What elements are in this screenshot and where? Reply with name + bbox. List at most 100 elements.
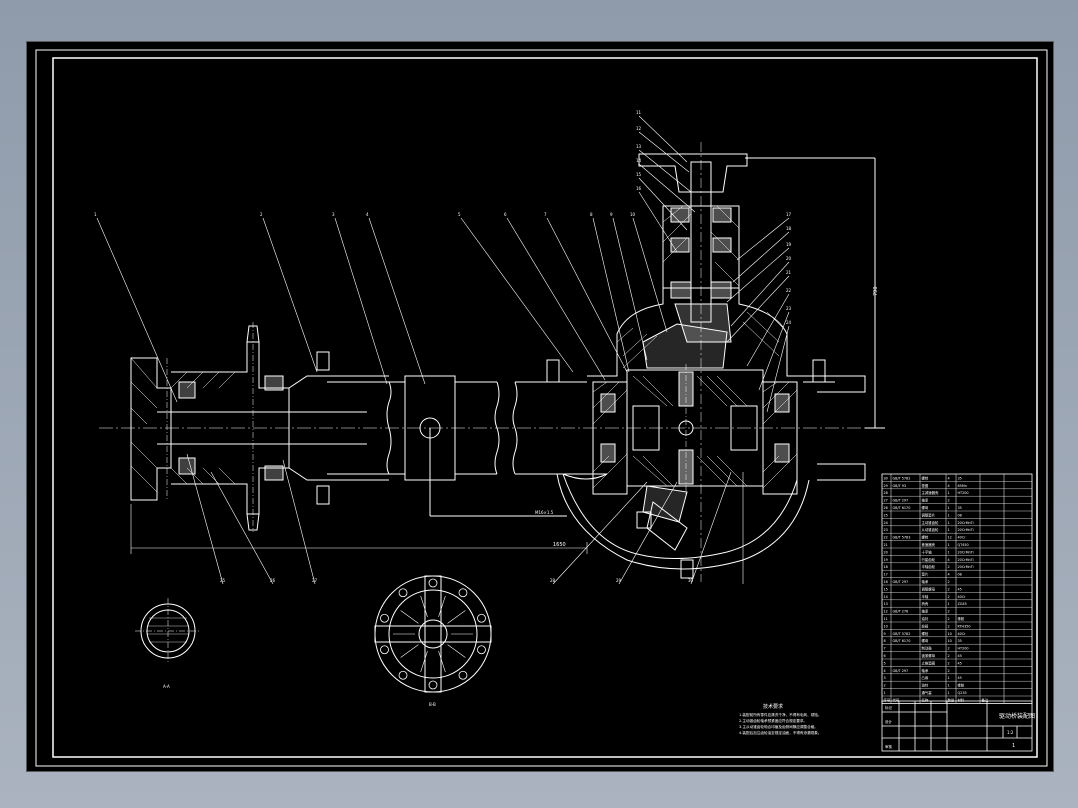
bom-cell: 8 bbox=[884, 639, 886, 643]
pinion-gear bbox=[674, 303, 732, 343]
leader-line bbox=[368, 217, 426, 385]
bom-cell: 45 bbox=[958, 676, 962, 680]
bom-cell: 4 bbox=[948, 558, 950, 562]
bom-cell: 油封 bbox=[922, 616, 929, 621]
part-callout-21: 21 bbox=[786, 270, 792, 275]
leader-line bbox=[262, 217, 318, 373]
part-callout-28: 28 bbox=[550, 578, 556, 583]
bom-cell: 17 bbox=[884, 573, 888, 577]
bb-bolt-hole bbox=[458, 670, 468, 680]
bom-cell: 25 bbox=[884, 513, 888, 517]
bom-cell: 40Cr bbox=[958, 632, 967, 636]
bom-cell: 桥壳 bbox=[922, 601, 929, 606]
bom-header-cell: 名称 bbox=[922, 697, 929, 702]
bom-cell: 23 bbox=[884, 528, 888, 532]
bom-cell: 2 bbox=[948, 580, 950, 584]
bom-cell: 13 bbox=[884, 602, 888, 606]
bom-header-cell: 代号 bbox=[893, 697, 900, 702]
bb-bolt-circle bbox=[380, 578, 486, 690]
bom-cell: 08 bbox=[958, 573, 962, 577]
outer-border bbox=[35, 49, 1048, 767]
tech-req-line-3: 3.主从动锥齿轮啮合印痕及齿侧间隙应调整合格。 bbox=[739, 724, 818, 729]
bom-cell: 主减速器壳 bbox=[922, 490, 940, 495]
bom-cell: HT200 bbox=[958, 647, 969, 651]
bom-cell: 20CrMnTi bbox=[958, 528, 974, 532]
wheel-flange bbox=[130, 357, 172, 501]
bb-bolt-hole bbox=[398, 670, 408, 680]
bb-bolt-hole bbox=[380, 613, 389, 623]
bom-cell: 轴承 bbox=[922, 668, 929, 673]
part-callout-25: 25 bbox=[220, 578, 226, 583]
bom-cell: GB/T 6170 bbox=[893, 506, 911, 510]
bom-cell: 2 bbox=[948, 565, 950, 569]
housing-bolt-right bbox=[812, 359, 826, 383]
bb-outer-circle bbox=[374, 575, 492, 693]
bb-rib bbox=[438, 651, 446, 673]
bom-cell: 29 bbox=[884, 484, 888, 488]
tech-req-line-1: 1.装配前所有零件应清洗干净，不得有毛刺、锈蚀。 bbox=[739, 712, 822, 717]
part-callout-29: 29 bbox=[616, 578, 622, 583]
bb-bolt-hole bbox=[477, 645, 486, 655]
bom-cell: KTH350 bbox=[958, 624, 971, 628]
part-callout-18: 18 bbox=[786, 226, 792, 231]
overall-dimension bbox=[130, 504, 588, 554]
section-view-bb bbox=[374, 575, 492, 693]
leader-line bbox=[690, 471, 732, 585]
bom-cell: 4 bbox=[948, 573, 950, 577]
bom-cell: 22 bbox=[884, 536, 888, 540]
tech-req-line-2: 2.主动锥齿轮轴承预紧度应符合规定要求。 bbox=[739, 718, 807, 723]
leader-line bbox=[96, 217, 178, 403]
bb-bolt-hole bbox=[477, 613, 486, 623]
bom-cell: 27 bbox=[884, 499, 888, 503]
bom-cell: 16 bbox=[884, 580, 888, 584]
part-callout-24: 24 bbox=[786, 320, 792, 325]
bom-cell: GB/T 5782 bbox=[893, 632, 911, 636]
bom-cell: 十字轴 bbox=[922, 549, 933, 554]
bom-cell: 1 bbox=[884, 691, 886, 695]
leader-line bbox=[618, 481, 678, 585]
bom-cell: 08 bbox=[958, 513, 962, 517]
bom-cell: 从动锥齿轮 bbox=[922, 527, 940, 532]
hub-bearing-outer bbox=[178, 381, 196, 399]
bom-cell: 调整垫片 bbox=[922, 512, 936, 517]
bom-cell: 5 bbox=[884, 661, 886, 665]
part-callout-14: 14 bbox=[636, 158, 642, 163]
bom-cell: 1 bbox=[948, 684, 950, 688]
part-callout-7: 7 bbox=[544, 212, 547, 217]
hub-body bbox=[171, 341, 290, 515]
bom-cell: HT200 bbox=[958, 491, 969, 495]
part-callout-11: 11 bbox=[636, 110, 642, 115]
leader-line bbox=[632, 217, 668, 333]
bb-rib bbox=[420, 651, 428, 673]
bom-cell: 1 bbox=[948, 543, 950, 547]
tb-label-mark: 标记 bbox=[885, 705, 893, 710]
bom-cell: 垫片 bbox=[922, 572, 929, 577]
bom-cell: GB/T 276 bbox=[893, 610, 909, 614]
assembly-drawing: 1650 790 M16×1.5 12345678910111213141516… bbox=[35, 49, 1048, 767]
axle-housing-tube bbox=[327, 375, 587, 517]
bom-cell: GB/T 297 bbox=[893, 499, 909, 503]
bom-cell: Q235 bbox=[958, 691, 967, 695]
bom-cell: 40Cr bbox=[958, 595, 967, 599]
bom-cell: 2 bbox=[948, 654, 950, 658]
input-flange bbox=[638, 153, 748, 193]
tb-label-check: 审核 bbox=[885, 744, 893, 749]
bom-cell: 45 bbox=[958, 654, 962, 658]
leader-line bbox=[334, 217, 388, 385]
part-callout-23: 23 bbox=[786, 306, 792, 311]
bb-bolt-hole bbox=[380, 645, 389, 655]
bom-cell: 2 bbox=[948, 647, 950, 651]
crown-gear-lower bbox=[646, 501, 688, 551]
part-callout-5: 5 bbox=[458, 212, 461, 217]
part-callout-4: 4 bbox=[366, 212, 369, 217]
tb-label-design: 设计 bbox=[885, 719, 893, 724]
bom-cell: 4 bbox=[948, 484, 950, 488]
bom-cell: 差速器壳 bbox=[922, 542, 936, 547]
leader-line bbox=[732, 231, 790, 283]
leader-line bbox=[460, 217, 574, 373]
bom-cell: 45 bbox=[958, 661, 962, 665]
bom-cell: 28 bbox=[884, 491, 888, 495]
bom-cell: 10 bbox=[948, 639, 952, 643]
